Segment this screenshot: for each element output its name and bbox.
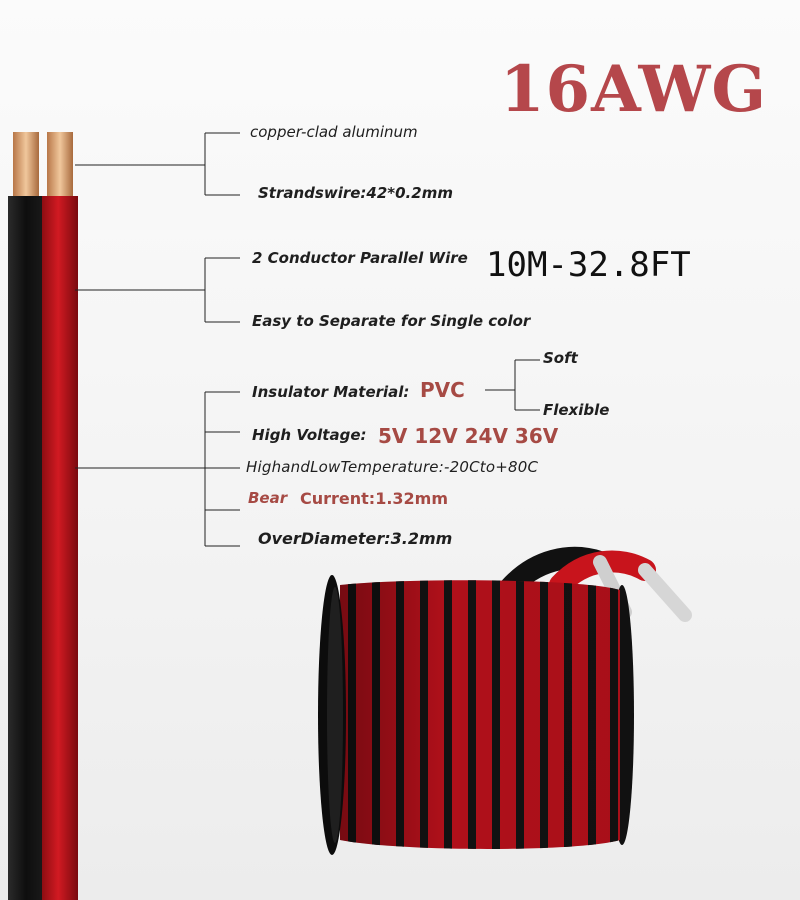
material-label: copper-clad aluminum [250,123,418,141]
voltage-value: 5V 12V 24V 36V [378,424,559,448]
gauge-title: 16AWG [500,52,768,127]
insulator-label: Insulator Material: [252,383,410,401]
flexible-label: Flexible [543,401,610,419]
wire-spool-icon [318,546,692,855]
length-label: 10M-32.8FT [486,245,691,285]
diameter-label: OverDiameter:3.2mm [258,529,453,548]
bear-label: Bear [248,489,288,507]
voltage-label: High Voltage: [252,426,367,444]
parallel-wire-icon [8,132,78,900]
soft-label: Soft [543,349,578,367]
strands-label: Strandswire:42*0.2mm [258,184,453,202]
insulator-value: PVC [420,378,465,402]
temperature-label: HighandLowTemperature:-20Cto+80C [246,458,539,476]
conductor-label: 2 Conductor Parallel Wire [252,249,468,267]
separate-label: Easy to Separate for Single color [252,312,531,330]
current-label: Current:1.32mm [300,489,449,508]
